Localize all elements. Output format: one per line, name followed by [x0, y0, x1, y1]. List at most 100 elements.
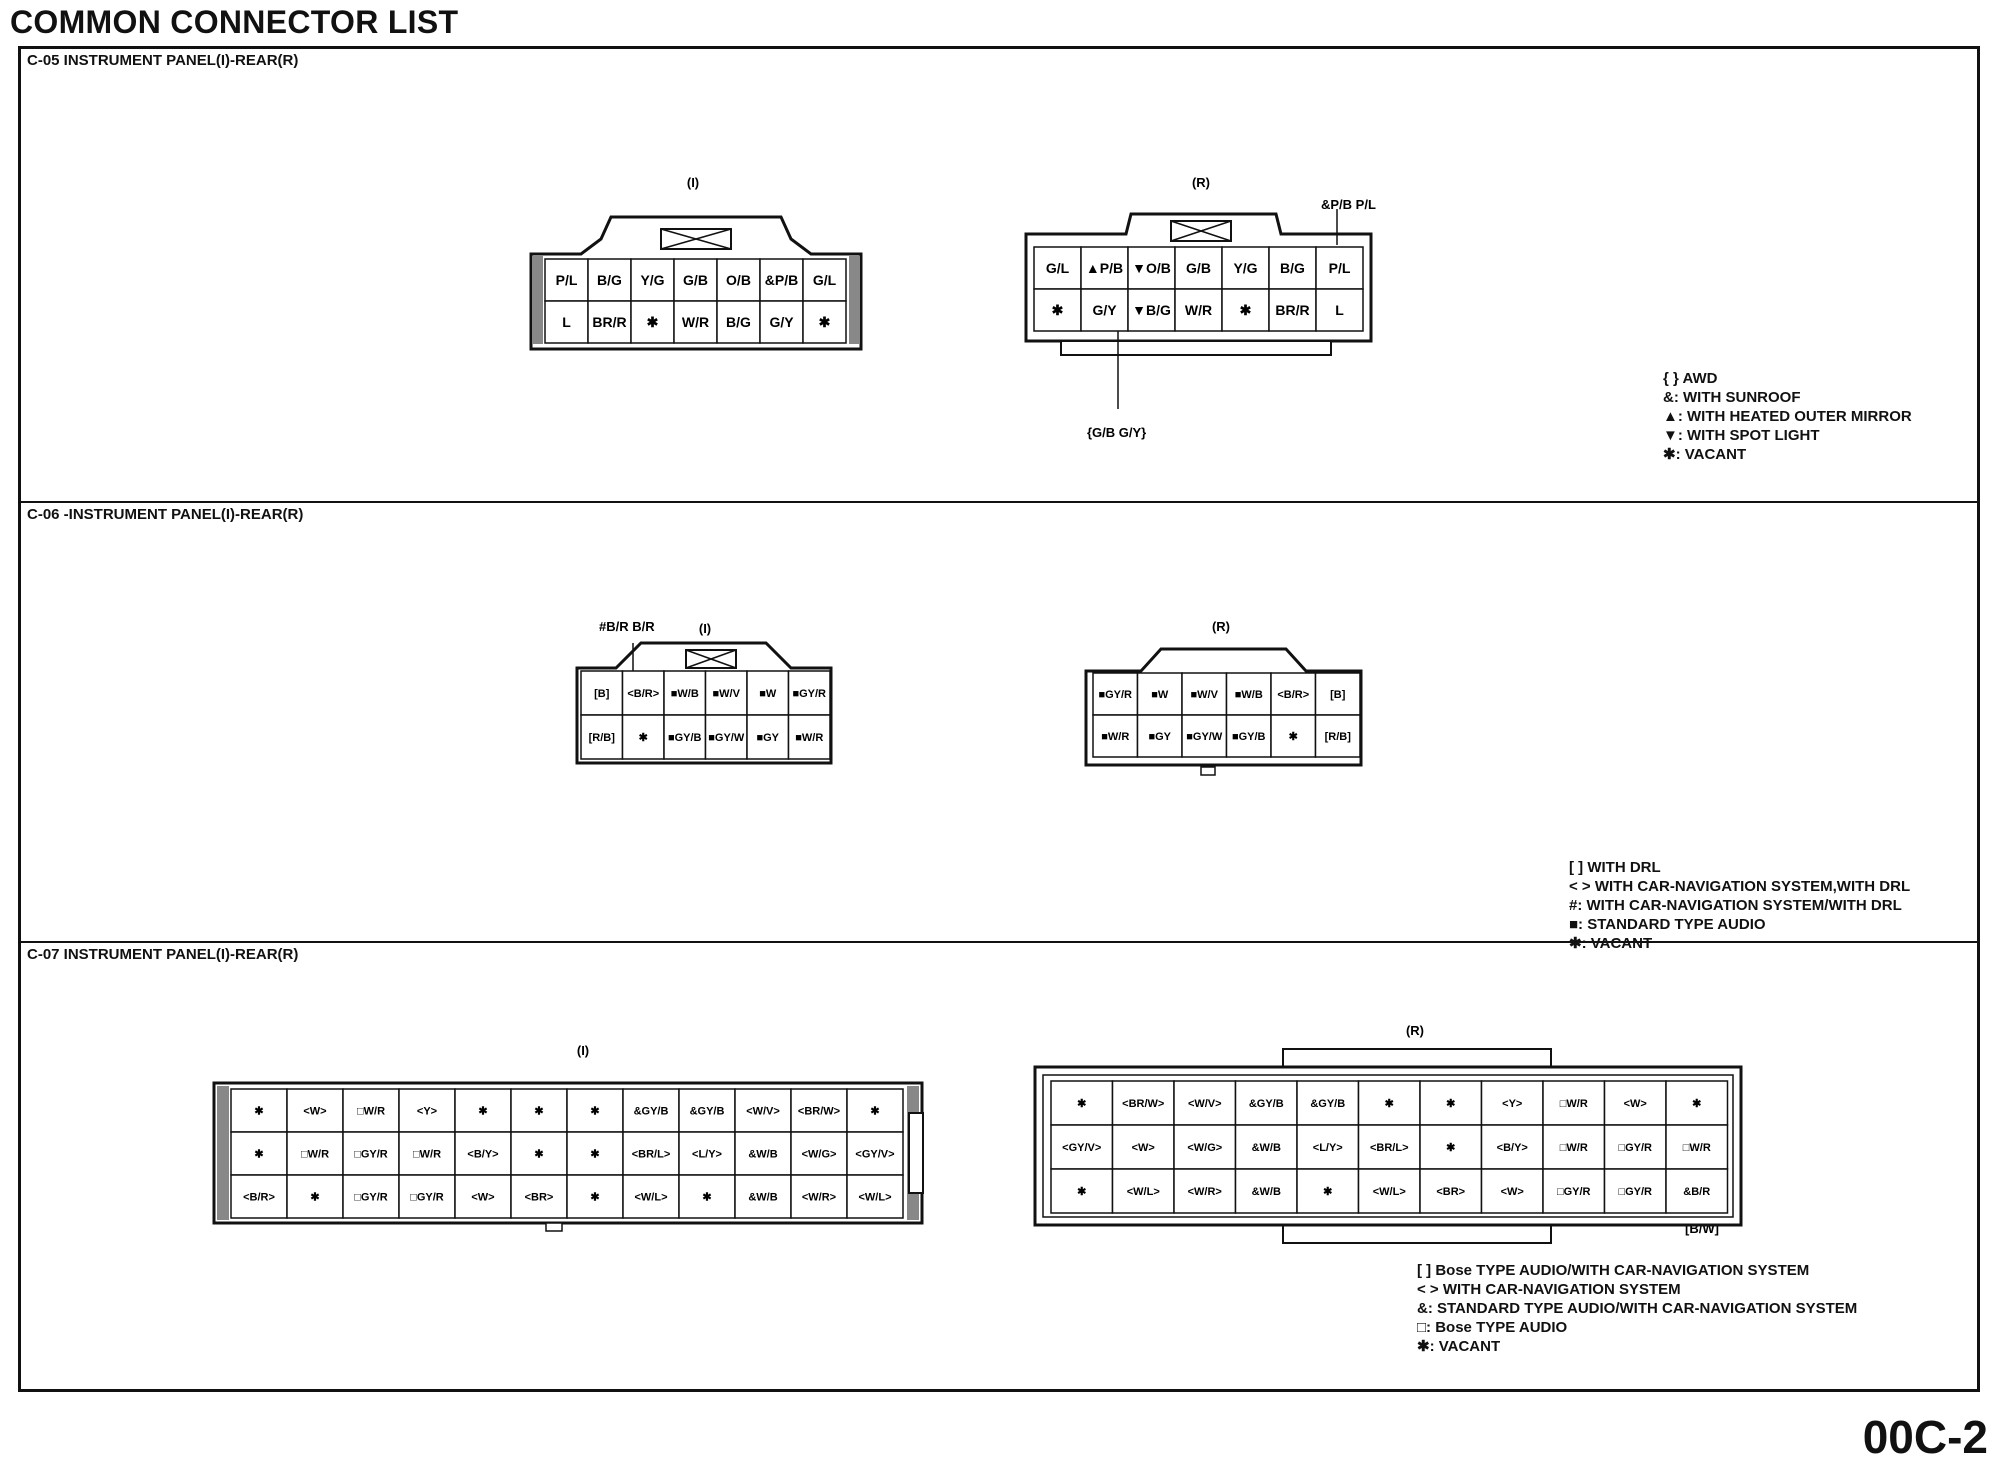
pin-cell [398, 1174, 456, 1219]
pin-cell [746, 670, 790, 716]
pin-label: ▲P/B [1086, 260, 1123, 276]
pin-cell [1315, 288, 1364, 332]
pin-label: <W> [303, 1105, 326, 1117]
pin-label: ✱ [819, 314, 831, 330]
pin-cell [566, 1131, 624, 1176]
c07-connector-i: (I) ✱<W>□W/R<Y>✱✱✱&GY/B&GY/B<W/V><BR/W>✱… [212, 1043, 924, 1232]
pin-label: <W/L> [634, 1191, 667, 1203]
pin-label: ✱ [647, 314, 659, 330]
pin-cell [734, 1174, 792, 1219]
section-c07: C-07 INSTRUMENT PANEL(I)-REAR(R) (I) ✱<W… [21, 941, 1977, 1395]
pin-cell [622, 1088, 680, 1133]
pin-label: ✱ [639, 732, 648, 744]
pin-label: □W/R [301, 1148, 329, 1160]
pin-cell [716, 300, 761, 344]
pin-cell [1181, 714, 1228, 758]
pin-cell [759, 258, 804, 302]
pin-label: ■GY/R [1098, 689, 1132, 701]
pin-label: G/L [1046, 260, 1070, 276]
pin-cell [286, 1174, 344, 1219]
pin-label: B/G [1280, 260, 1305, 276]
pin-cell [1419, 1124, 1483, 1170]
pin-label: <BR/W> [798, 1105, 840, 1117]
pin-label: ✱ [590, 1148, 599, 1160]
pin-cell [286, 1131, 344, 1176]
pin-label: <W/V> [746, 1105, 780, 1117]
legend-item: &: STANDARD TYPE AUDIO/WITH CAR-NAVIGATI… [1417, 1300, 1858, 1317]
pin-label: <L/Y> [1313, 1142, 1343, 1154]
pin-cell [846, 1088, 904, 1133]
c06-connector-i: (I) #B/R B/R [B]<B/R>■W/B■W/V■W■GY/R[R/B… [575, 619, 833, 765]
pin-cell [1296, 1124, 1360, 1170]
pin-label: □GY/R [354, 1148, 388, 1160]
pin-label: <Y> [417, 1105, 437, 1117]
pin-label: [B] [594, 688, 610, 700]
pin-label: □GY/R [410, 1191, 444, 1203]
pin-label: ✱ [1077, 1098, 1086, 1110]
pin-label: ■GY/W [1186, 731, 1223, 743]
pin-cell [1080, 246, 1129, 290]
pin-label: <L/Y> [692, 1148, 722, 1160]
pin-cell [802, 300, 847, 344]
pin-label: &B/R [1683, 1186, 1710, 1198]
page-number: 00C-2 [1862, 1411, 1988, 1463]
pin-cell [802, 258, 847, 302]
pin-label: <B/Y> [1497, 1142, 1528, 1154]
pin-label: ■GY/R [792, 688, 826, 700]
pin-label: ■GY [1148, 731, 1171, 743]
pin-cell [716, 258, 761, 302]
pin-label: <W/G> [1187, 1142, 1222, 1154]
pin-label: &W/B [1252, 1142, 1281, 1154]
pin-label: G/B [1186, 260, 1211, 276]
pin-cell [1542, 1124, 1606, 1170]
pin-cell [846, 1174, 904, 1219]
pin-label: ✱ [1446, 1098, 1455, 1110]
pin-label: ✱ [1052, 302, 1064, 318]
pin-cell [230, 1088, 288, 1133]
connector-label: (I) [699, 621, 711, 636]
pin-cell [1127, 246, 1176, 290]
pin-cell [1174, 246, 1223, 290]
pin-cell [342, 1174, 400, 1219]
pin-label: ▼B/G [1132, 302, 1171, 318]
pin-cell [1314, 672, 1361, 716]
pin-label: G/B [683, 272, 708, 288]
pin-cell [544, 300, 589, 344]
pin-cell [1033, 288, 1082, 332]
pin-label: ✱ [254, 1105, 263, 1117]
pin-label: □W/R [1560, 1098, 1588, 1110]
pin-label: □GY/R [354, 1191, 388, 1203]
pin-label: □W/R [1560, 1142, 1588, 1154]
pin-label: <W/L> [1127, 1186, 1160, 1198]
pin-label: ■W/V [713, 688, 741, 700]
legend-item: ✱: VACANT [1569, 935, 1653, 952]
pin-label: P/L [1329, 260, 1351, 276]
legend-item: &: WITH SUNROOF [1663, 389, 1801, 406]
pin-cell [1603, 1080, 1667, 1126]
pin-label: ■W/R [1101, 731, 1129, 743]
pin-label: □GY/R [1557, 1186, 1591, 1198]
pin-cell [566, 1088, 624, 1133]
legend-item: ✱: VACANT [1417, 1338, 1501, 1355]
pin-cell [663, 670, 707, 716]
section-title: C-05 INSTRUMENT PANEL(I)-REAR(R) [27, 52, 299, 69]
pin-cell [787, 714, 831, 760]
pin-cell [1542, 1168, 1606, 1214]
pin-label: W/R [1185, 302, 1212, 318]
pin-cell [1314, 714, 1361, 758]
page-title: COMMON CONNECTOR LIST [10, 4, 459, 40]
pin-cell [1419, 1168, 1483, 1214]
pin-label: <B/Y> [467, 1148, 498, 1160]
connector-label: (I) [577, 1043, 589, 1058]
pin-label: &GY/B [1249, 1098, 1284, 1110]
pin-cell [510, 1174, 568, 1219]
pin-cell [1221, 288, 1270, 332]
pin-label: ■W/B [671, 688, 699, 700]
pin-label: &W/B [748, 1148, 777, 1160]
pin-label: ✱ [1385, 1098, 1394, 1110]
pin-cell [790, 1174, 848, 1219]
pin-label: G/L [813, 272, 837, 288]
pin-label: &GY/B [1310, 1098, 1345, 1110]
pin-cell [398, 1131, 456, 1176]
pin-label: Y/G [640, 272, 664, 288]
